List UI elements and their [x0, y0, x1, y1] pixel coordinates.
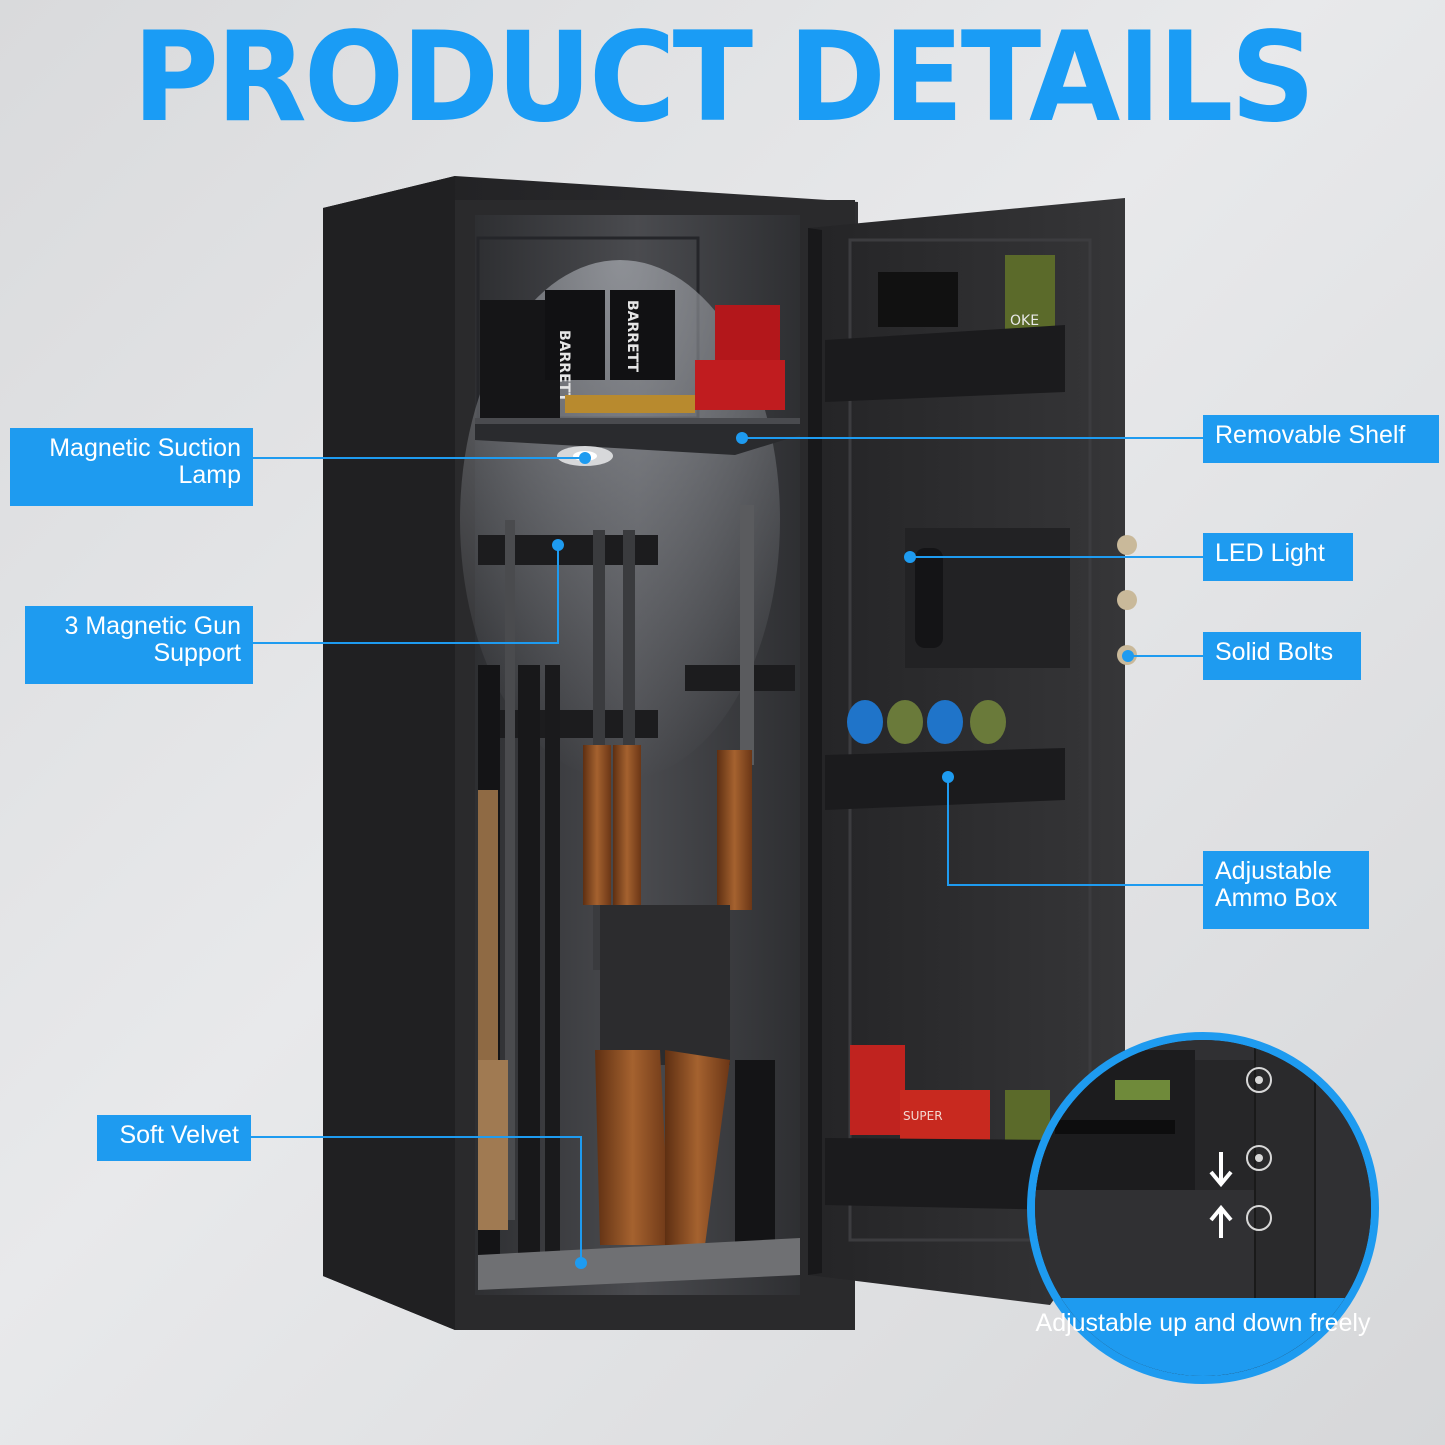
svg-text:OKE: OKE [1010, 313, 1039, 329]
zoom-illustration [1035, 1040, 1371, 1376]
smoke-canister [1005, 255, 1055, 330]
solid-bolt [1117, 590, 1137, 610]
soft-velvet-floor [478, 1238, 800, 1290]
ammo-box-label: BARRETT [624, 300, 640, 373]
callout-removable-shelf: Removable Shelf [1203, 415, 1439, 463]
zoom-detail-circle [1027, 1032, 1379, 1384]
callout-solid-bolts: Solid Bolts [1203, 632, 1361, 680]
door-top-ammo-box [825, 325, 1065, 402]
callout-adjustable-ammo-box: Adjustable Ammo Box [1203, 851, 1369, 929]
svg-text:SUPER: SUPER [903, 1109, 943, 1123]
callout-led-light: LED Light [1203, 533, 1353, 581]
door-bottom-ammo-box [825, 1138, 1065, 1210]
callout-magnetic-suction-lamp: Magnetic Suction Lamp [10, 428, 253, 506]
callout-magnetic-gun-support: 3 Magnetic Gun Support [25, 606, 253, 684]
solid-bolt [1117, 535, 1137, 555]
page-title: PRODUCT DETAILS [132, 4, 1316, 150]
ammo-box-label: BARRETT [556, 330, 572, 403]
removable-shelf [475, 418, 800, 455]
callout-soft-velvet: Soft Velvet [97, 1115, 251, 1161]
zoom-caption: Adjustable up and down freely [1035, 1309, 1371, 1337]
rifle-wood-stock [583, 745, 611, 905]
